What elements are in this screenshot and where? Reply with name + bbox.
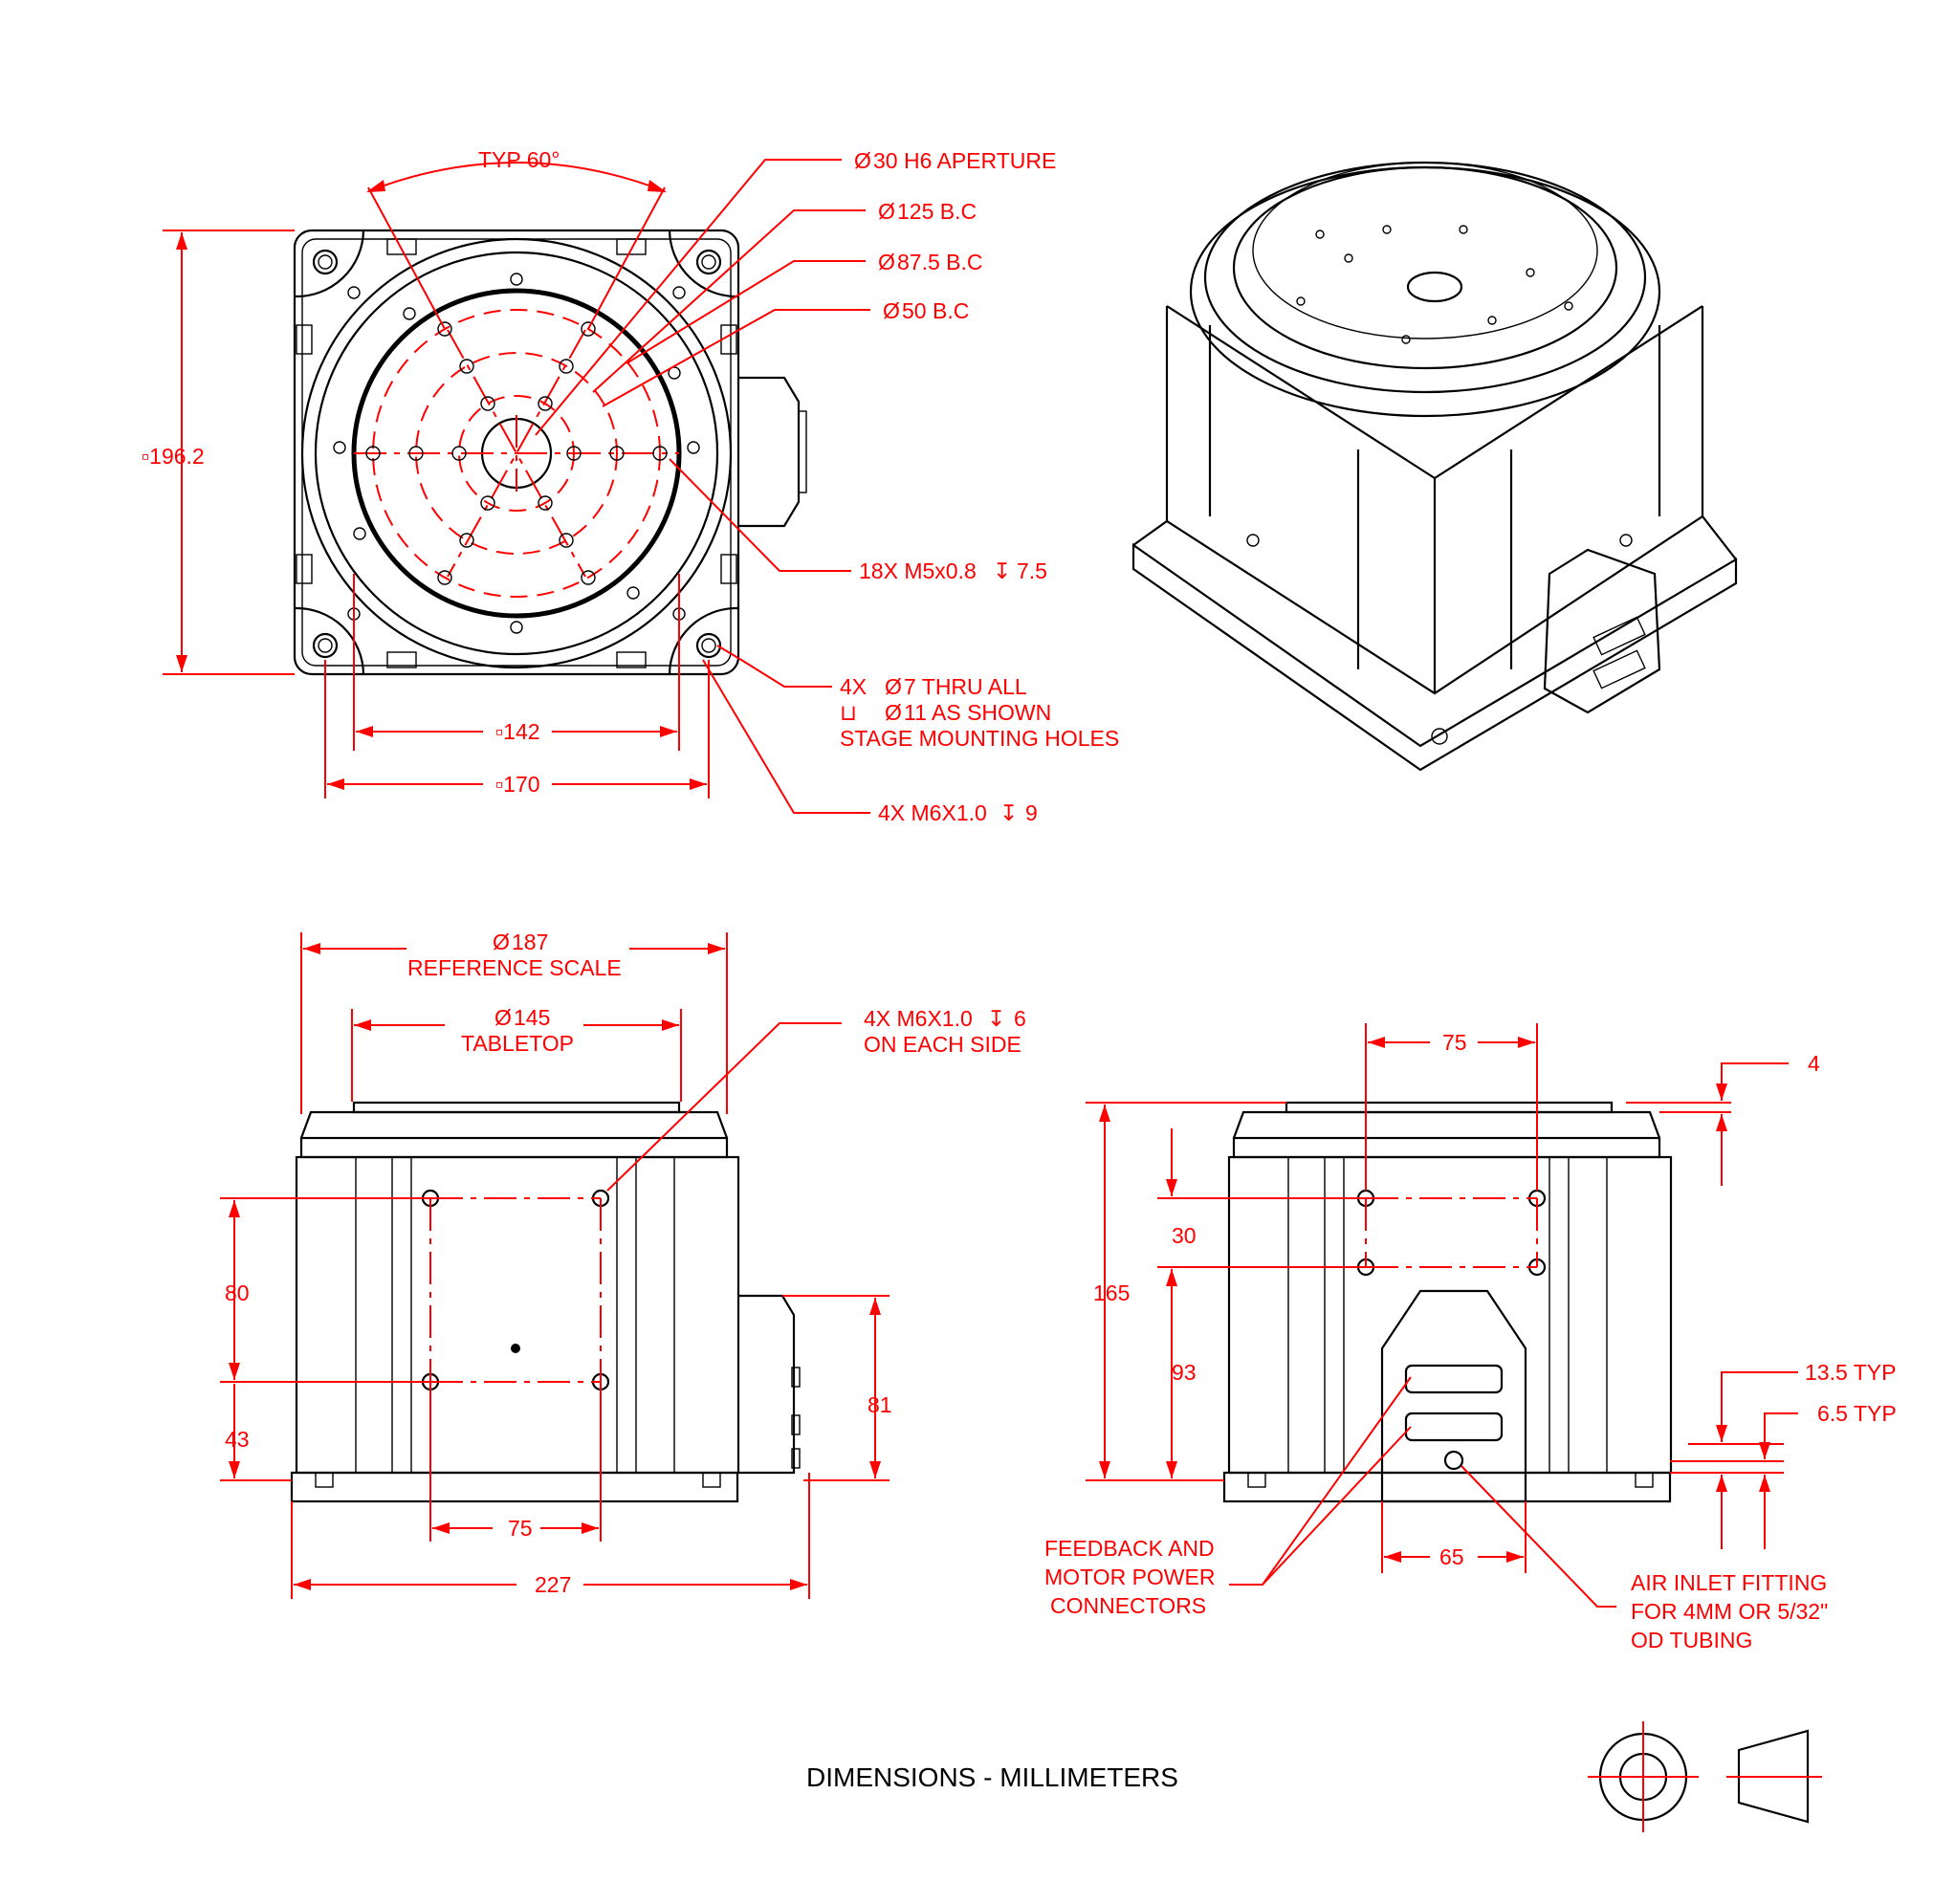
bc125-label: 125 B.C: [897, 199, 977, 224]
front-81-dim: 81: [868, 1392, 892, 1417]
thru-label-2: 11 AS SHOWN: [904, 700, 1051, 725]
air-label-2: FOR 4MM OR 5/32": [1631, 1599, 1828, 1624]
aperture-label: 30 H6 APERTURE: [873, 148, 1056, 173]
square-142-dim: ▫142: [495, 719, 540, 744]
thru-label-3: STAGE MOUNTING HOLES: [840, 726, 1119, 751]
typ-angle-label: TYP 60°: [478, 147, 560, 172]
tapped-holes-depth: 7.5: [1017, 558, 1047, 583]
front-227-dim: 227: [535, 1572, 571, 1597]
side-65typ-dim: 6.5 TYP: [1817, 1401, 1897, 1426]
side-view: [1086, 1023, 1798, 1608]
diameter-symbol: Ø: [878, 250, 895, 274]
side-65-dim: 65: [1439, 1544, 1464, 1569]
tabletop-dia: 145: [514, 1005, 550, 1030]
thru-label-1b: 7 THRU ALL: [904, 674, 1027, 699]
depth-symbol: ↧: [999, 800, 1018, 825]
connectors-label-3: CONNECTORS: [1050, 1593, 1206, 1618]
air-label-1: AIR INLET FITTING: [1631, 1570, 1827, 1595]
diameter-symbol: Ø: [493, 930, 510, 954]
bc50-label: 50 B.C: [902, 298, 969, 323]
top-view: [163, 159, 870, 814]
ref-scale-label: REFERENCE SCALE: [407, 955, 622, 980]
diameter-symbol: Ø: [854, 148, 871, 173]
front-view: [220, 932, 890, 1599]
m6-side-label-2: ON EACH SIDE: [864, 1032, 1021, 1057]
square-170-dim: ▫170: [495, 772, 540, 797]
diameter-symbol: Ø: [883, 298, 900, 323]
counterbore-symbol: ⊔: [840, 700, 857, 725]
side-93-dim: 93: [1172, 1360, 1197, 1385]
isometric-view: [1131, 161, 1738, 772]
side-30-dim: 30: [1172, 1223, 1197, 1248]
projection-symbol: [1588, 1721, 1822, 1832]
connectors-label-2: MOTOR POWER: [1044, 1565, 1215, 1589]
tabletop-label: TABLETOP: [461, 1031, 574, 1056]
front-75-dim: 75: [508, 1516, 533, 1541]
tapped-holes-label: 18X M5x0.8: [859, 558, 977, 583]
diameter-symbol: Ø: [885, 700, 902, 725]
side-165-dim: 165: [1093, 1280, 1130, 1305]
side-135-dim: 13.5 TYP: [1805, 1360, 1896, 1385]
diameter-symbol: Ø: [494, 1005, 512, 1030]
thru-label-1: 4X: [840, 674, 867, 699]
diameter-symbol: Ø: [878, 199, 895, 224]
m6-side-depth: 6: [1014, 1006, 1026, 1031]
m6-top-depth: 9: [1025, 800, 1038, 825]
side-4-dim: 4: [1808, 1051, 1820, 1076]
air-label-3: OD TUBING: [1631, 1628, 1752, 1652]
front-43-dim: 43: [225, 1427, 250, 1452]
overall-square-dim: ▫196.2: [142, 444, 205, 469]
bc87-label: 87.5 B.C: [897, 250, 983, 274]
connectors-label-1: FEEDBACK AND: [1044, 1536, 1215, 1561]
ref-scale-dia: 187: [512, 930, 548, 954]
front-80-dim: 80: [225, 1280, 250, 1305]
diameter-symbol: Ø: [885, 674, 902, 699]
depth-symbol: ↧: [987, 1006, 1005, 1031]
depth-symbol: ↧: [993, 558, 1011, 583]
units-footer: DIMENSIONS - MILLIMETERS: [806, 1762, 1178, 1792]
m6-side-label-1: 4X M6X1.0: [864, 1006, 973, 1031]
m6-top-label: 4X M6X1.0: [878, 800, 987, 825]
side-75-dim: 75: [1442, 1030, 1467, 1055]
